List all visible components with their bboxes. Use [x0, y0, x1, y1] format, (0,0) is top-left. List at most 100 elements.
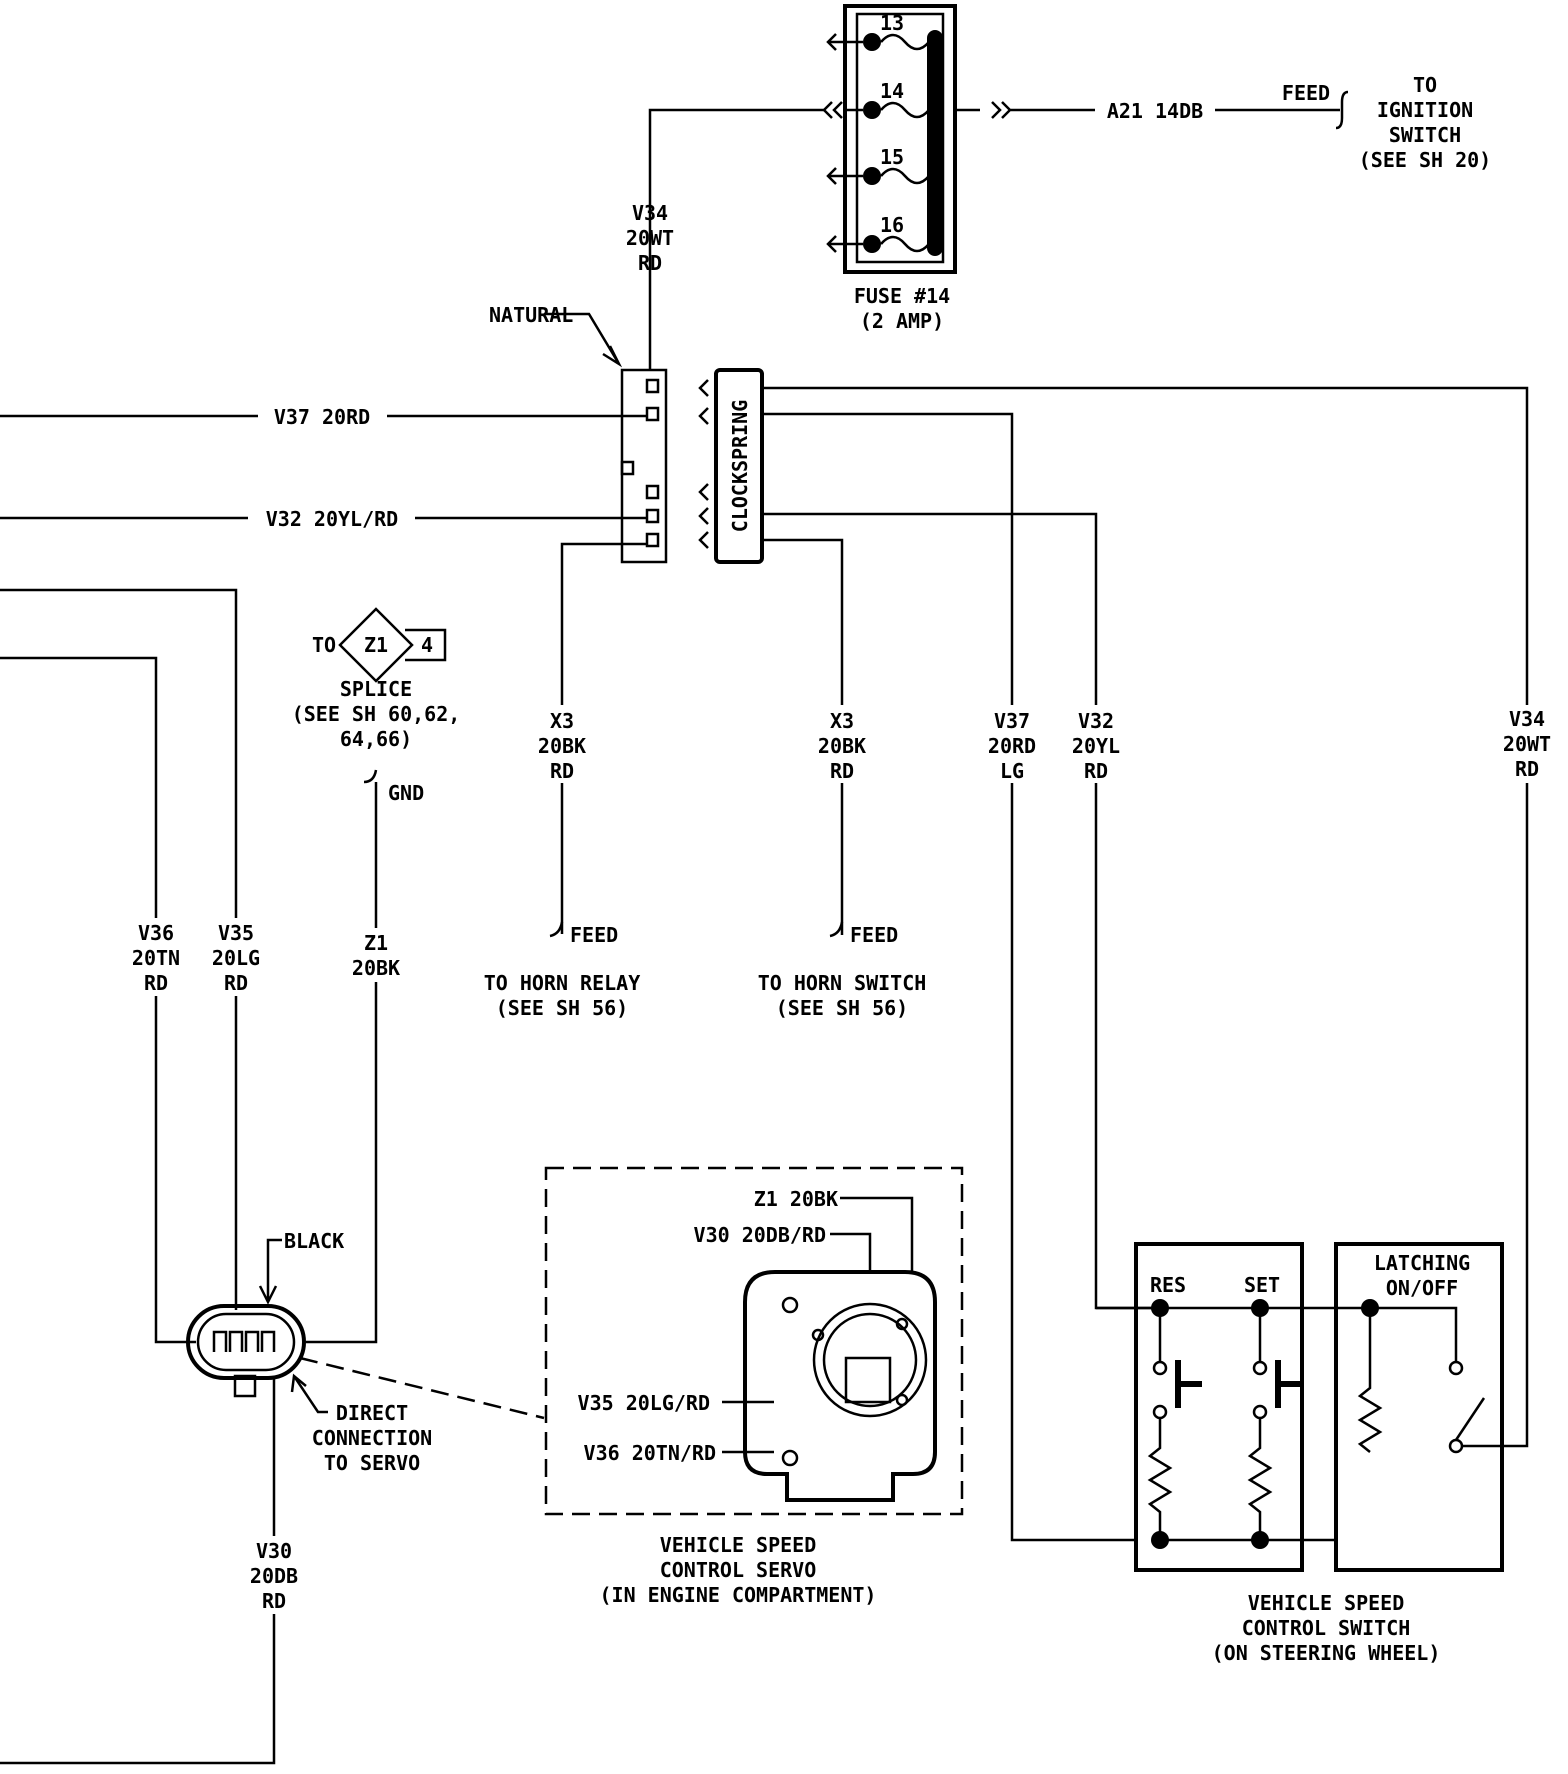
svg-text:20TN: 20TN — [132, 946, 180, 970]
svg-text:20BK: 20BK — [538, 734, 586, 758]
splice-sheet-box — [405, 628, 447, 662]
servo-mount-hole — [781, 1296, 799, 1314]
svg-text:RD: RD — [1084, 759, 1108, 783]
latch-contact — [1448, 1360, 1464, 1376]
wire-v30 — [0, 1378, 276, 1765]
clockspring-body — [714, 368, 764, 564]
wire-v35 — [0, 588, 238, 1310]
res-contact — [1152, 1360, 1168, 1376]
svg-text:20WT: 20WT — [1503, 732, 1551, 756]
wire-v34-fuse-to-connector — [648, 108, 863, 370]
svg-text:RD: RD — [550, 759, 574, 783]
svg-text:RD: RD — [224, 971, 248, 995]
servo-screw — [895, 1393, 909, 1407]
horn-relay-label: TO HORN RELAY — [484, 971, 641, 995]
splice-sheet-ref: (SEE SH 60,62, — [292, 702, 461, 726]
vehicle-speed-control-switch: RES SET LATCHING ON/OFF — [1096, 1242, 1504, 1572]
natural-connector-body — [620, 368, 668, 564]
servo-mount-hole — [781, 1449, 799, 1467]
horn-relay-sheet-ref: (SEE SH 56) — [496, 996, 628, 1020]
wire-x3-right-label: X3 20BK RD — [812, 705, 872, 783]
natural-connector-pin — [645, 484, 660, 500]
servo-diaphragm-inner — [822, 1312, 918, 1408]
wire-v35-label: V35 20LG RD — [206, 918, 266, 996]
set-contact — [1252, 1404, 1268, 1420]
wire-x3-left — [560, 542, 647, 934]
connector-arrow-icon — [822, 101, 843, 119]
set-pushbutton-icon — [1275, 1360, 1302, 1408]
natural-connector-pin — [645, 508, 660, 524]
natural-leader-arrow-icon — [544, 312, 623, 368]
res-bottom-terminal — [1151, 1531, 1169, 1549]
res-resistor-icon — [1147, 1418, 1173, 1538]
svg-text:V32: V32 — [1078, 709, 1114, 733]
splice-gnd-label: GND — [388, 781, 424, 805]
wire-v37-horizontal-label: V37 20RD — [274, 405, 370, 429]
wire-a21-fuse-side — [955, 101, 1095, 119]
svg-text:V37: V37 — [994, 709, 1030, 733]
svg-text:20WT: 20WT — [626, 226, 674, 250]
servo-connection-dashed — [299, 1356, 545, 1420]
direct-connection-label: DIRECT — [336, 1401, 408, 1425]
wire-x3-left-label: X3 20BK RD — [532, 705, 592, 783]
svg-text:RD: RD — [638, 251, 662, 275]
switch-top-bus — [1096, 1306, 1458, 1362]
res-label: RES — [1150, 1273, 1186, 1297]
wire-v34-right — [762, 386, 1529, 1448]
servo-screw — [895, 1317, 909, 1331]
splice-diamond-icon — [338, 607, 414, 683]
svg-text:20DB: 20DB — [250, 1564, 298, 1588]
black-connector-label: BLACK — [284, 1229, 344, 1253]
servo-pin-v30: V30 20DB/RD — [694, 1223, 826, 1247]
set-bottom-terminal — [1251, 1531, 1269, 1549]
svg-text:V34: V34 — [1509, 707, 1545, 731]
svg-text:RD: RD — [144, 971, 168, 995]
ignition-to: TO — [1413, 73, 1437, 97]
servo-boundary-dashed — [544, 1166, 964, 1516]
servo-location: (IN ENGINE COMPARTMENT) — [600, 1583, 877, 1607]
res-pushbutton-icon — [1175, 1360, 1202, 1408]
wire-v34-left-label: V34 20WT RD — [626, 201, 674, 275]
vehicle-speed-control-servo — [544, 1166, 964, 1516]
splice-to: TO — [312, 633, 336, 657]
servo-title-2: CONTROL SERVO — [660, 1558, 817, 1582]
servo-valve — [844, 1356, 892, 1404]
direct-leader-arrow-icon — [290, 1373, 328, 1414]
ignition-sheet-ref: (SEE SH 20) — [1359, 148, 1491, 172]
svg-text:X3: X3 — [830, 709, 854, 733]
wire-v32-horizontal-label: V32 20YL/RD — [266, 507, 398, 531]
direct-connection-label-3: TO SERVO — [324, 1451, 420, 1475]
svg-text:RD: RD — [830, 759, 854, 783]
feed-break-icon — [549, 921, 564, 938]
svg-text:20YL: 20YL — [1072, 734, 1120, 758]
black-connector-inner — [196, 1312, 296, 1372]
splice-sheet-ref-2: 64,66) — [340, 727, 412, 751]
servo-title: VEHICLE SPEED — [660, 1533, 817, 1557]
natural-connector-pin — [645, 406, 660, 422]
ignition-feed-label: FEED — [1282, 81, 1330, 105]
horn-relay-feed: FEED TO HORN RELAY (SEE SH 56) — [484, 921, 641, 1020]
wire-a21-label: A21 14DB — [1107, 99, 1203, 123]
feed-break-icon — [1335, 90, 1349, 130]
res-contact — [1152, 1404, 1168, 1420]
fuse-lead-15 — [826, 167, 863, 185]
wire-v37-vertical — [762, 412, 1137, 1542]
gnd-break-icon — [363, 769, 378, 784]
fuse-element-14 — [880, 101, 930, 119]
direct-connection-label-2: CONNECTION — [312, 1426, 432, 1450]
fuse-pin-14-label: 14 — [880, 79, 904, 103]
fuse-terminal-14 — [863, 101, 881, 119]
splice-id: Z1 — [364, 633, 388, 657]
svg-text:RD: RD — [1515, 757, 1539, 781]
fuse-lead-16 — [826, 235, 863, 253]
black-connector — [186, 1304, 306, 1398]
black-leader-arrow-icon — [258, 1238, 282, 1305]
servo-body — [743, 1270, 937, 1502]
fuse-rating: (2 AMP) — [860, 309, 944, 333]
fuse-element-15 — [880, 167, 930, 185]
fuse-pin-13-label: 13 — [880, 11, 904, 35]
servo-pin-v36: V36 20TN/RD — [584, 1441, 716, 1465]
wire-v34-right-label: V34 20WT RD — [1494, 705, 1560, 783]
fuse-terminal-15 — [863, 167, 881, 185]
